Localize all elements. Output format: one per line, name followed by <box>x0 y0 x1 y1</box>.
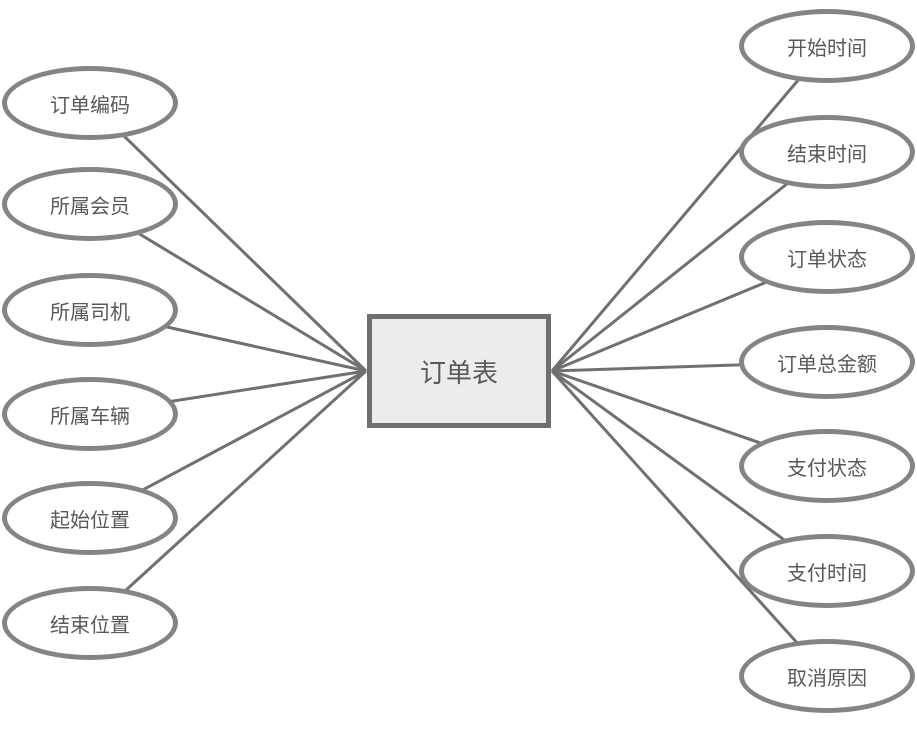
attribute-label: 取消原因 <box>787 667 867 690</box>
entity-node-order-table: 订单表 <box>367 314 551 428</box>
connector-line <box>88 101 368 373</box>
attribute-label: 支付时间 <box>787 562 867 585</box>
attribute-node-left-5: 结束位置 <box>2 586 178 660</box>
attribute-node-left-3: 所属车辆 <box>2 377 178 451</box>
attribute-node-left-0: 订单编码 <box>2 66 178 140</box>
connector-line <box>550 369 829 678</box>
attribute-label: 起始位置 <box>50 509 130 532</box>
attribute-node-right-5: 支付时间 <box>739 534 915 608</box>
connector-line <box>550 45 829 372</box>
attribute-label: 结束时间 <box>787 143 867 166</box>
attribute-label: 所属会员 <box>50 195 130 218</box>
attribute-node-left-1: 所属会员 <box>2 167 178 241</box>
attribute-label: 所属车辆 <box>50 405 130 428</box>
attribute-node-left-4: 起始位置 <box>2 481 178 555</box>
attribute-label: 所属司机 <box>50 301 130 324</box>
entity-label: 订单表 <box>419 357 498 388</box>
attribute-node-right-0: 开始时间 <box>739 9 915 83</box>
attribute-node-right-3: 订单总金额 <box>739 325 915 399</box>
attribute-node-left-2: 所属司机 <box>2 273 178 347</box>
attribute-label: 支付状态 <box>787 457 867 480</box>
attribute-label: 订单编码 <box>50 94 130 117</box>
connector-line <box>551 150 828 373</box>
attribute-node-right-1: 结束时间 <box>739 115 915 189</box>
attribute-label: 订单状态 <box>787 248 867 271</box>
attribute-label: 开始时间 <box>787 37 867 60</box>
connector-line <box>551 369 828 573</box>
attribute-node-right-6: 取消原因 <box>739 639 915 713</box>
attribute-label: 结束位置 <box>50 614 130 637</box>
attribute-label: 订单总金额 <box>777 353 877 376</box>
connector-line <box>88 369 368 625</box>
attribute-node-right-4: 支付状态 <box>739 429 915 503</box>
attribute-node-right-2: 订单状态 <box>739 220 915 294</box>
